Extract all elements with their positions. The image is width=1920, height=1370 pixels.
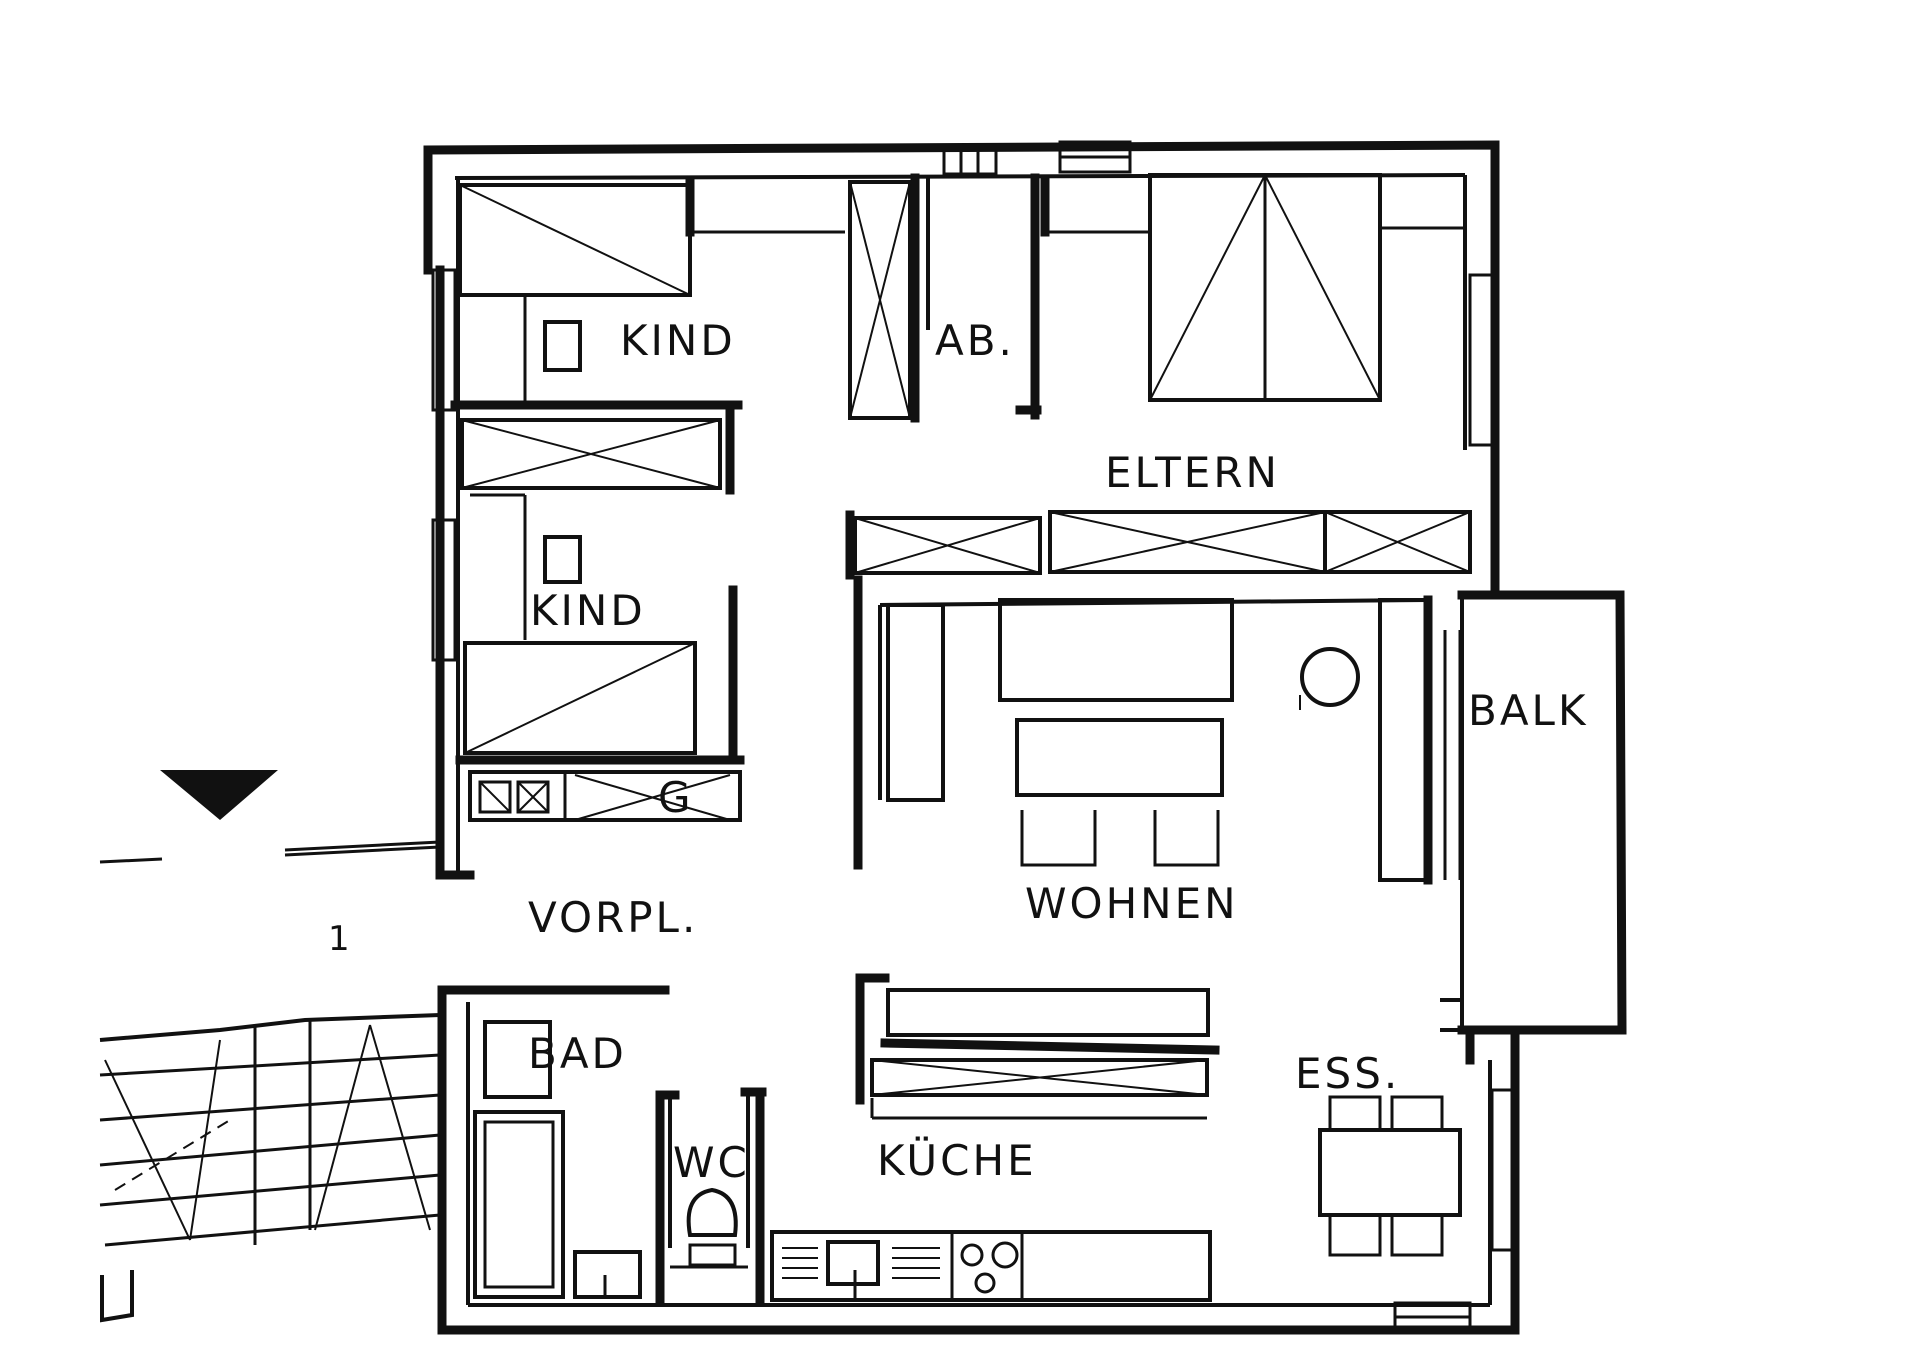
- label-vorplatz: VORPL.: [528, 893, 698, 942]
- label-bad: BAD: [528, 1029, 627, 1078]
- room-essen: [1318, 1025, 1475, 1257]
- windows: [431, 140, 1516, 1332]
- exterior-walls: [423, 140, 1520, 1335]
- label-kind-2: KIND: [530, 586, 646, 635]
- label-stair-number: 1: [328, 919, 350, 959]
- entrance-arrow-icon: [160, 770, 278, 820]
- wardrobe-between-kinder: [460, 405, 735, 495]
- room-garderobe: [440, 770, 742, 880]
- room-kind-2: [455, 493, 745, 765]
- label-abstellraum: AB.: [935, 316, 1015, 365]
- room-balkon: [1440, 590, 1627, 1035]
- label-kueche: KÜCHE: [877, 1135, 1037, 1185]
- label-garderobe: G: [658, 773, 694, 822]
- kitchen-counters: [770, 973, 1220, 1302]
- room-kind-1: [450, 177, 845, 410]
- staircase: [99, 1013, 441, 1323]
- label-kind-1: KIND: [620, 316, 736, 365]
- label-balkon: BALK: [1468, 686, 1589, 735]
- wardrobe-kind-1: [848, 173, 920, 423]
- room-bad: [473, 1020, 680, 1305]
- room-wohnen: [853, 575, 1462, 885]
- label-wc: WC: [673, 1138, 750, 1187]
- room-eltern: [845, 173, 1472, 580]
- room-wc: [668, 1087, 767, 1305]
- label-essen: ESS.: [1295, 1049, 1400, 1098]
- label-wohnen: WOHNEN: [1025, 879, 1239, 928]
- label-eltern: ELTERN: [1105, 448, 1280, 497]
- room-abstellraum: [926, 173, 1042, 420]
- entrance: [99, 770, 441, 864]
